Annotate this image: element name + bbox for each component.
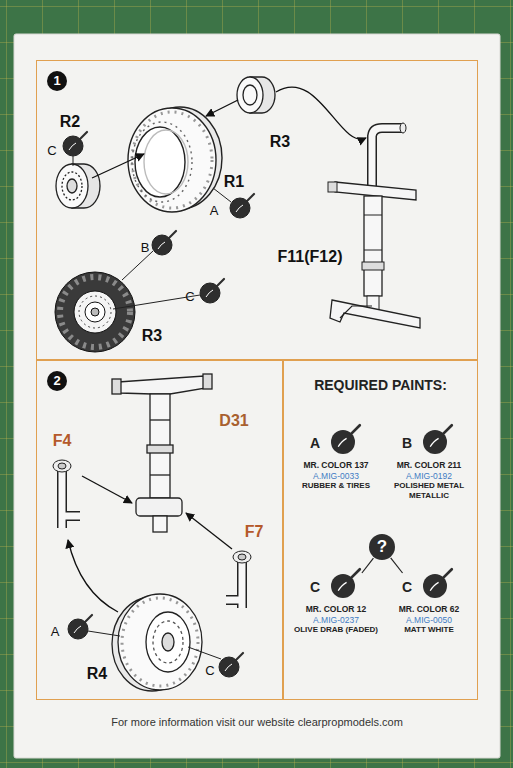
paint-letter: C	[384, 573, 474, 601]
paint-letter: C	[185, 289, 194, 304]
part-number: R2	[60, 113, 80, 131]
paint-alt-code: A.MIG-0237	[292, 615, 380, 626]
main-strut-f11	[328, 123, 420, 328]
step-number: 1	[47, 71, 67, 91]
paint-letter: B	[141, 240, 150, 255]
assembly-arrow	[276, 87, 366, 139]
paint-entry: C MR. COLOR 12A.MIG-0237OLIVE DRAB (FADED…	[292, 573, 380, 640]
part-number: F4	[53, 432, 72, 450]
assembly-arrow	[68, 540, 118, 612]
paint-name: OLIVE DRAB (FADED)	[292, 625, 380, 635]
paint-entry: C MR. COLOR 62A.MIG-0050MATT WHITE	[384, 573, 474, 640]
hub-r2	[56, 164, 100, 208]
connector-line	[391, 558, 403, 573]
connector-line	[362, 558, 374, 573]
paint-swatches	[331, 425, 452, 598]
paint-code: MR. COLOR 211	[384, 460, 474, 471]
circle-fill	[369, 534, 395, 560]
paint-callouts	[63, 132, 254, 309]
paint-alt-code: A.MIG-0033	[292, 471, 380, 482]
step-panel: 1	[36, 60, 478, 360]
assembly-arrow	[82, 476, 132, 503]
paint-alt-code: A.MIG-0192	[384, 471, 474, 482]
part-number: F11(F12)	[278, 248, 343, 266]
paint-code: MR. COLOR 62	[384, 604, 474, 615]
paint-code: MR. COLOR 137	[292, 460, 380, 471]
paint-alt-code: A.MIG-0050	[384, 615, 474, 626]
part-number: F7	[245, 523, 264, 541]
part-number: D31	[219, 412, 248, 430]
part-f4	[53, 460, 80, 528]
paint-entry: A MR. COLOR 137A.MIG-0033RUBBER & TIRES	[292, 429, 380, 496]
hub-cap-r3	[237, 77, 275, 113]
paint-name: POLISHED METAL METALLIC	[384, 481, 474, 501]
part-number: R3	[142, 327, 162, 345]
part-number: R1	[224, 173, 244, 191]
part-number: R4	[87, 665, 107, 683]
choice-mark: ?	[368, 533, 396, 561]
paint-letter: C	[292, 573, 380, 601]
nose-wheel-r4	[112, 594, 202, 691]
paint-panel: REQUIRED PAINTS: A MR. COLOR 137A.MIG-0033…	[283, 360, 478, 700]
assembly-arrow	[186, 513, 232, 549]
wheel-front-view	[55, 272, 135, 352]
footer-note: For more information visit our website c…	[111, 716, 403, 728]
paint-letter: C	[47, 143, 56, 158]
paint-letter: A	[210, 203, 219, 218]
panel-heading: REQUIRED PAINTS:	[284, 377, 477, 393]
paint-letter: B	[384, 429, 474, 457]
instruction-card	[14, 34, 500, 758]
paint-name: RUBBER & TIRES	[292, 481, 380, 491]
choice-circle: ?	[368, 533, 396, 561]
part-f7	[226, 551, 251, 608]
assembly-arrow	[92, 154, 144, 178]
main-wheel-3-4-view	[128, 107, 222, 212]
part-number: R3	[270, 133, 290, 151]
nose-strut-d31	[112, 374, 212, 532]
paint-letter: A	[292, 429, 380, 457]
paint-letter: C	[205, 663, 214, 678]
step-number: 2	[47, 371, 67, 391]
assembly-arrow	[206, 100, 238, 116]
paint-entry: B MR. COLOR 211A.MIG-0192POLISHED METAL M…	[384, 429, 474, 506]
paint-code: MR. COLOR 12	[292, 604, 380, 615]
paint-name: MATT WHITE	[384, 625, 474, 635]
paint-letter: A	[51, 624, 60, 639]
